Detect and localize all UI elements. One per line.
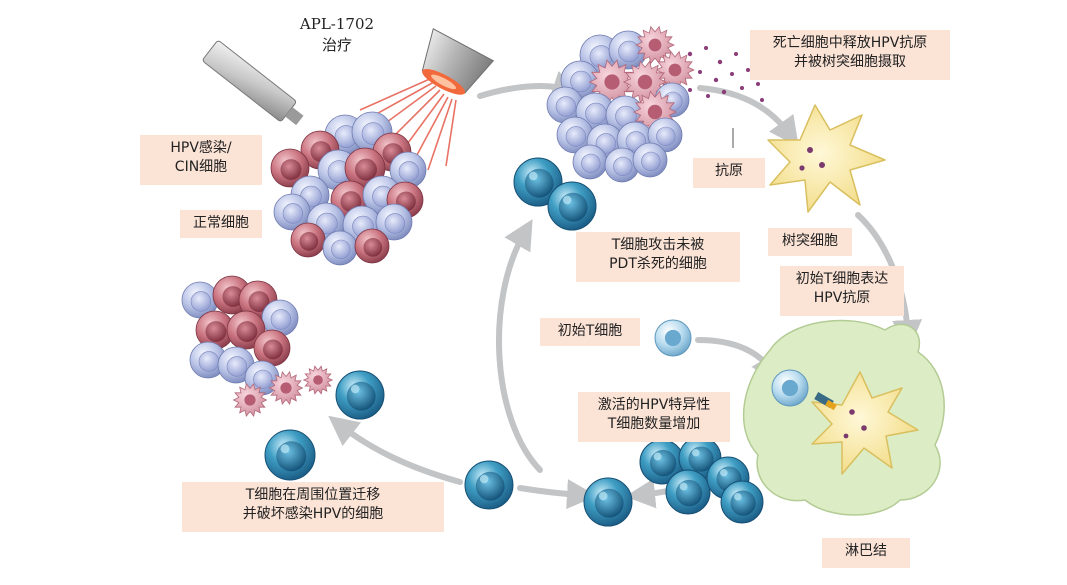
infected-cell — [226, 310, 266, 350]
naive-t-cell-text: 初始T细胞 — [557, 323, 623, 339]
normal-cell — [608, 30, 648, 70]
applicator-tube-icon — [202, 40, 304, 126]
tcell-cell — [513, 157, 563, 207]
naive-cell — [654, 319, 692, 357]
infected-cell — [253, 329, 291, 367]
arrow-dendritic-to-lymph — [855, 212, 923, 350]
naive-t-express-label: 初始T细胞表达 HPV抗原 — [780, 266, 904, 316]
tcell-cell — [264, 429, 316, 481]
activated-t-line2: T细胞数量增加 — [607, 416, 701, 432]
t-cell-migrate-line2: 并破坏感染HPV的细胞 — [242, 506, 384, 522]
normal-cell — [375, 203, 413, 241]
dying-cell — [588, 59, 636, 105]
lymph-node-text: 淋巴结 — [845, 543, 887, 559]
normal-cells-text: 正常细胞 — [193, 215, 249, 231]
tcell-cell — [665, 469, 711, 515]
normal-cell — [389, 151, 427, 189]
naive-t-express-line1: 初始T细胞表达 — [795, 271, 889, 287]
dying-cell — [302, 365, 334, 395]
dendritic-cell-lymph — [811, 371, 919, 475]
t-cell-migrate-label: T细胞在周围位置迁移 并破坏感染HPV的细胞 — [182, 482, 444, 532]
dying-cell — [655, 50, 695, 90]
dendritic-cell-text: 树突细胞 — [782, 233, 838, 249]
cell-groups — [181, 25, 809, 527]
t-cells-attack-line2: PDT杀死的细胞 — [609, 256, 707, 272]
treatment-name: APL-1702 — [299, 15, 375, 33]
dendritic-cell-label: 树突细胞 — [768, 228, 852, 256]
activated-t-label: 激活的HPV特异性 T细胞数量增加 — [578, 392, 730, 442]
dying-cell-cluster — [513, 25, 695, 231]
treatment-label: APL-1702 治疗 — [292, 14, 382, 56]
dying-cell — [268, 371, 304, 405]
normal-cell — [261, 299, 299, 337]
tcell-cell — [464, 460, 514, 510]
t-cells-attack-line1: T细胞攻击未被 — [611, 237, 705, 253]
antigen-particles — [687, 46, 764, 102]
dying-cell — [635, 25, 675, 65]
dead-cells-release-label: 死亡细胞中释放HPV抗原 并被树突细胞摄取 — [750, 30, 950, 80]
naive-t-cell-group — [654, 319, 809, 407]
infected-cell — [290, 222, 326, 258]
normal-cells-label: 正常细胞 — [180, 210, 262, 238]
lymph-node-label: 淋巴结 — [822, 538, 910, 568]
tcell-cell — [547, 181, 597, 231]
dying-cell — [232, 383, 268, 417]
infected-cell — [354, 228, 390, 264]
t-cell-migrate-line1: T细胞在周围位置迁移 — [245, 487, 381, 503]
naive-t-express-line2: HPV抗原 — [813, 290, 871, 306]
arrow-center-to-left — [328, 415, 463, 485]
tcell-dendritic-synapse — [814, 392, 837, 411]
infected-cell — [270, 148, 310, 188]
dead-cells-line2: 并被树突细胞摄取 — [794, 54, 906, 70]
light-lamp-icon — [421, 28, 495, 95]
dead-cells-line1: 死亡细胞中释放HPV抗原 — [772, 35, 928, 51]
arrow-bottom-up-loop — [496, 219, 543, 473]
activated-t-cell-group — [639, 436, 764, 524]
antigen-label: 抗原 — [693, 158, 765, 188]
naive-t-cell-label: 初始T细胞 — [540, 318, 640, 346]
tcell-cell — [335, 370, 385, 420]
hpv-infected-label: HPV感染/ CIN细胞 — [140, 135, 262, 185]
normal-cell — [632, 142, 668, 178]
infected-cell — [195, 310, 235, 350]
treatment-action: 治疗 — [321, 36, 352, 54]
activated-t-line1: 激活的HPV特异性 — [597, 397, 711, 413]
dying-cell — [622, 60, 668, 104]
tcell-cell — [583, 477, 633, 527]
normal-cell — [556, 116, 594, 154]
infected-tissue-cluster — [270, 111, 427, 266]
naive-cell — [771, 369, 809, 407]
normal-cell — [322, 230, 358, 266]
lesion-site-cluster — [181, 275, 385, 481]
tcell-cell — [720, 480, 764, 524]
normal-cell — [647, 117, 683, 153]
normal-cell — [181, 281, 219, 319]
arrow-cluster-to-dendritic — [697, 85, 799, 148]
arrow-center-to-bottom — [517, 479, 597, 510]
hpv-infected-line2: CIN细胞 — [174, 159, 228, 175]
hpv-infected-line1: HPV感染/ — [170, 140, 232, 156]
t-cells-attack-label: T细胞攻击未被 PDT杀死的细胞 — [576, 232, 740, 282]
normal-cell — [189, 341, 227, 379]
antigen-text: 抗原 — [715, 163, 743, 179]
normal-cell — [604, 147, 640, 183]
normal-cell — [572, 144, 608, 180]
dendritic-cell — [767, 104, 886, 213]
migrating-t-cells — [464, 460, 633, 527]
